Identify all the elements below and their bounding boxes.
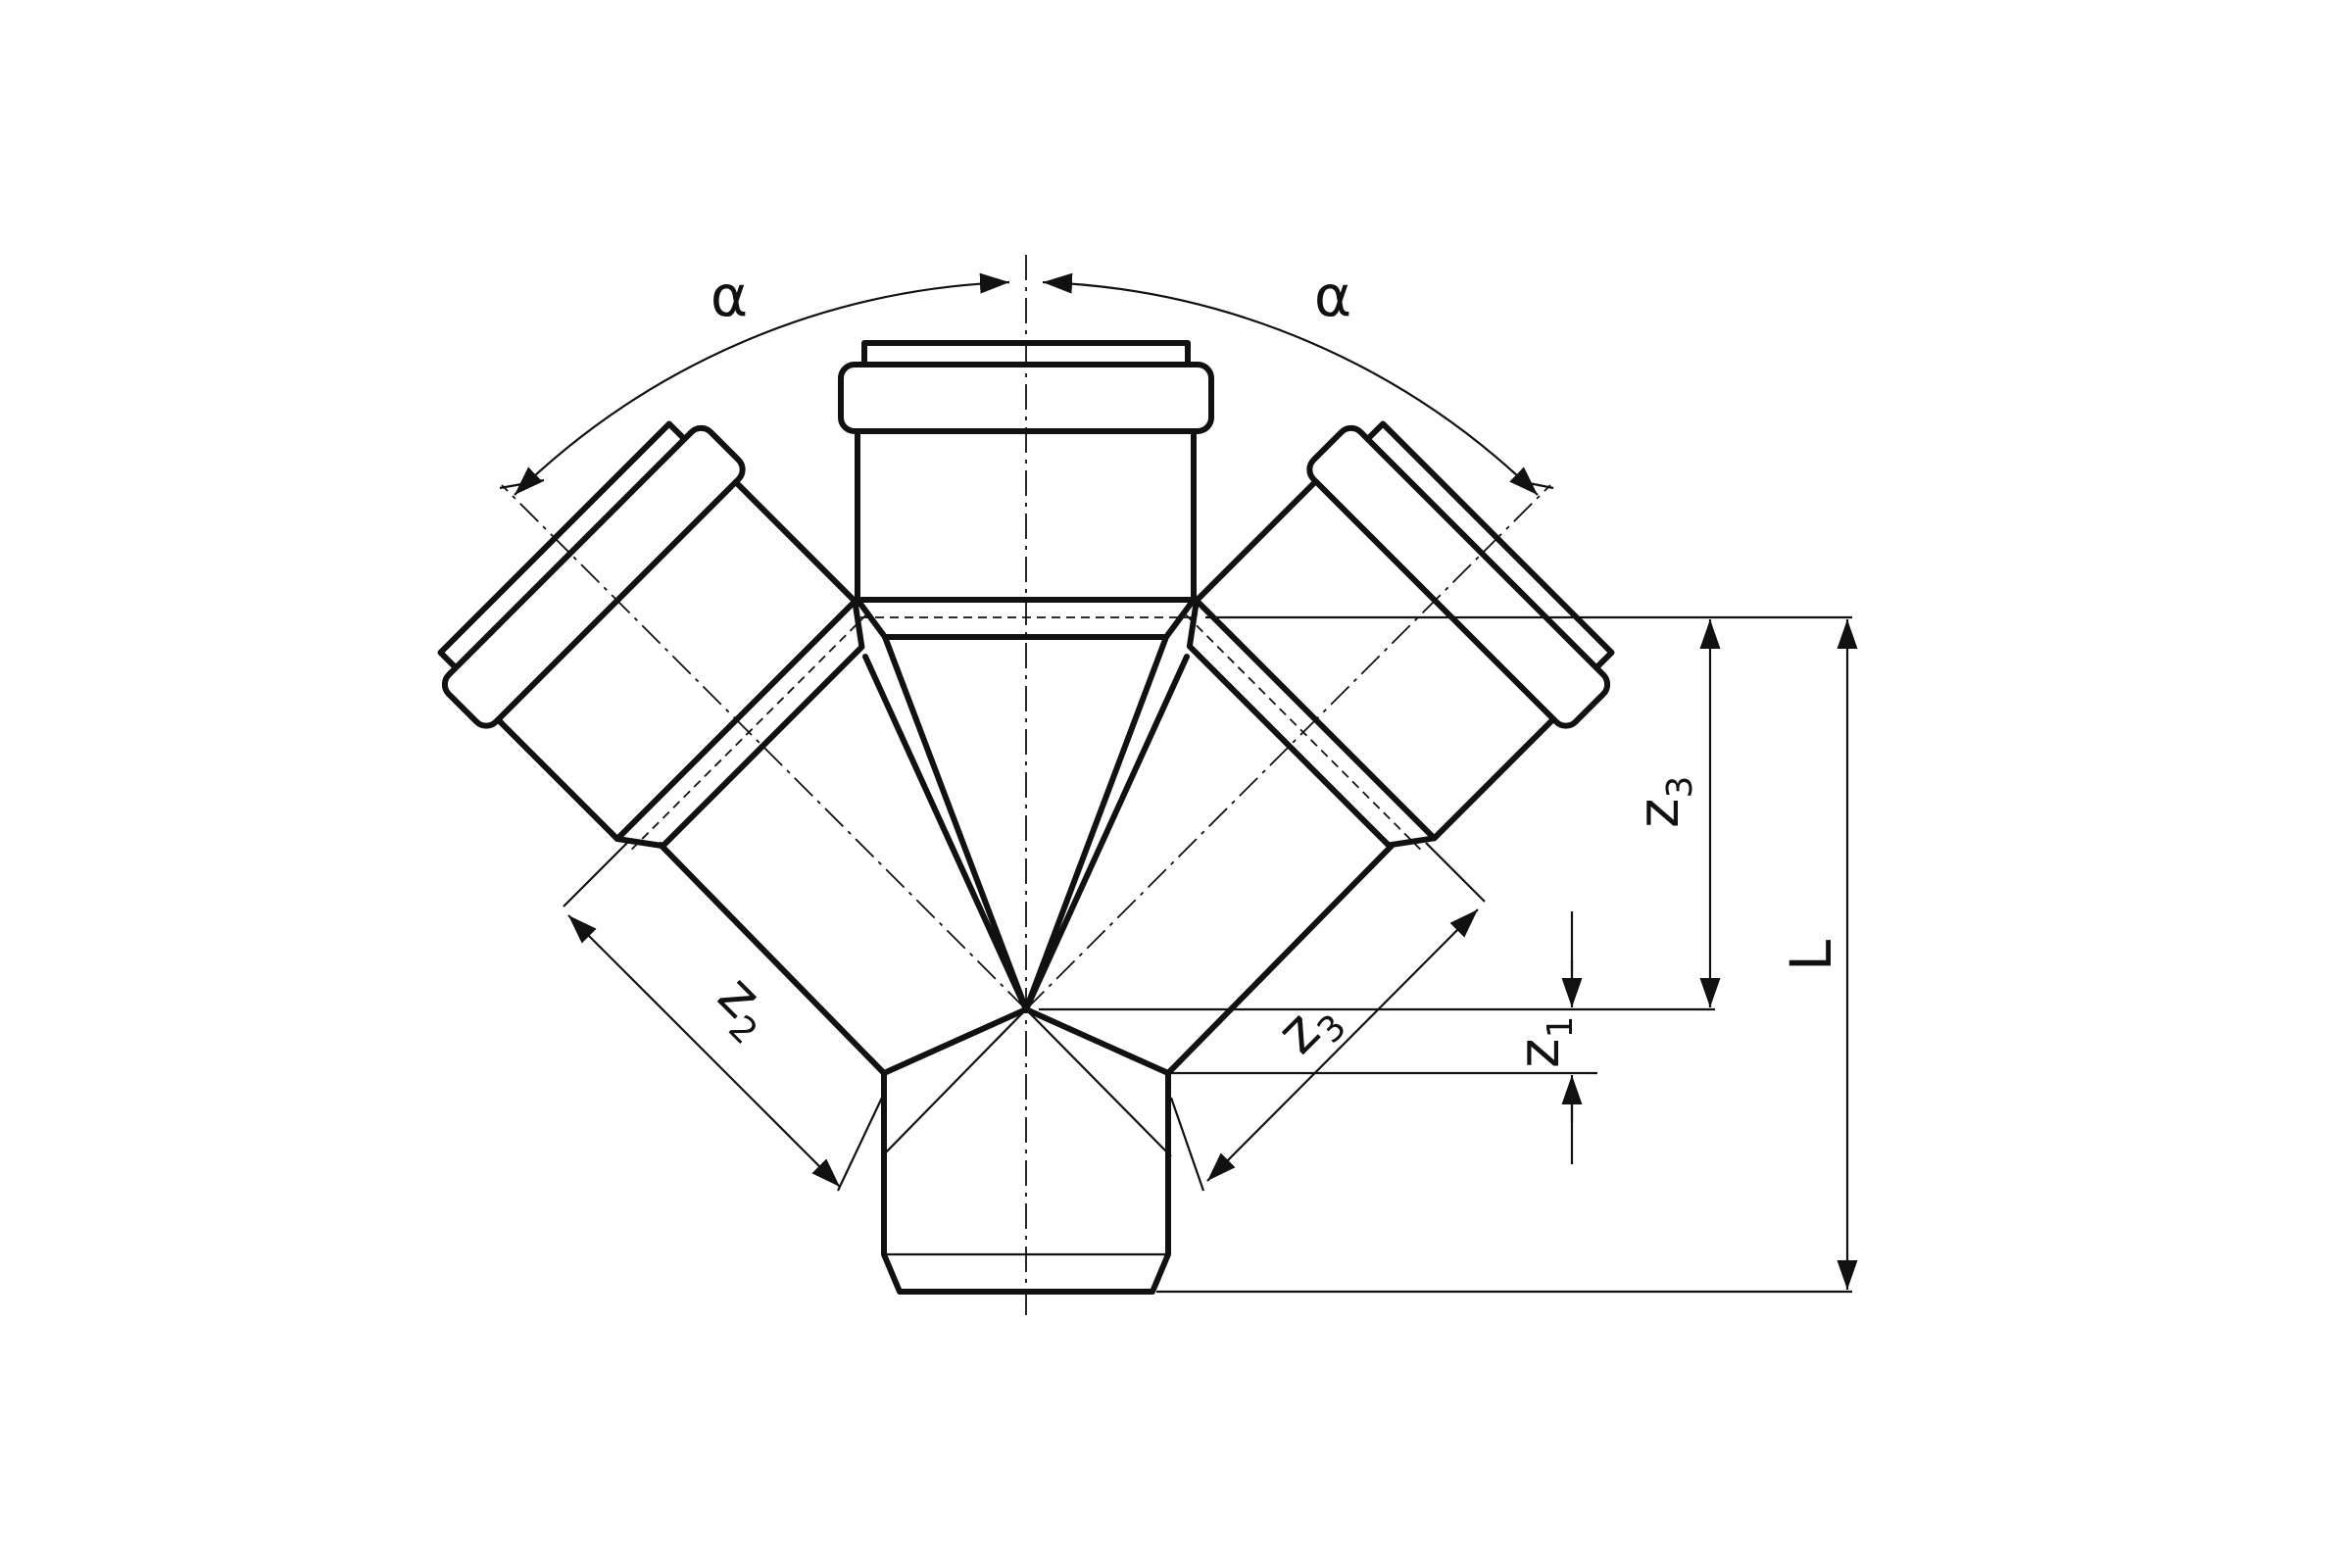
z1-subscript: 1 xyxy=(1541,1016,1581,1039)
z3-diagonal-label: z3 xyxy=(1264,982,1354,1072)
fitting-body xyxy=(437,340,1615,1295)
ext-z3-a xyxy=(1425,842,1486,903)
right-branch-axis-line xyxy=(1025,484,1551,1010)
ext-z2-b xyxy=(837,1097,883,1192)
left-branch-axis-line xyxy=(501,484,1027,1010)
bottom-chevron xyxy=(881,1006,1171,1076)
left-bottom-diagonal-line xyxy=(881,1008,1027,1157)
z3-diagonal-dim xyxy=(1206,908,1479,1182)
alpha-right-arc xyxy=(1042,272,1539,496)
alpha-left-arc xyxy=(514,272,1010,496)
ext-alpha-right xyxy=(1513,478,1554,490)
left-socket-body xyxy=(495,478,858,843)
alpha-right-label: α xyxy=(1314,263,1351,329)
right-top-wall xyxy=(1023,654,1190,1012)
right-socket-body xyxy=(1193,478,1557,842)
spigot-body xyxy=(881,1070,1171,1295)
top-socket-body xyxy=(855,428,1197,603)
left-socket-bead xyxy=(631,614,867,851)
right-socket-neck xyxy=(1186,597,1438,849)
alpha-left-label: α xyxy=(710,263,748,329)
z1-label: z1 xyxy=(1505,1016,1581,1068)
ext-z2-a xyxy=(563,842,628,907)
top-socket-neck xyxy=(855,597,1197,640)
L-label: L xyxy=(1778,940,1844,971)
right-socket-bead xyxy=(1185,614,1421,851)
dimension-lines xyxy=(514,272,1858,1290)
z1-letter: z xyxy=(1505,1039,1572,1068)
center-lines xyxy=(501,255,1551,1318)
left-socket-neck xyxy=(613,598,865,850)
z2-label: z2 xyxy=(700,962,790,1053)
left-top-wall xyxy=(862,654,1029,1012)
right-bottom-diagonal-line xyxy=(1025,1008,1172,1157)
right-outer-wall xyxy=(1165,842,1396,1076)
z3-vertical-letter: z xyxy=(1625,799,1691,828)
z3-vertical-label: z3 xyxy=(1625,776,1700,828)
z3-vertical-subscript: 3 xyxy=(1660,776,1700,799)
z2-dim xyxy=(567,914,841,1188)
ext-z3-b xyxy=(1169,1097,1205,1192)
left-outer-wall xyxy=(658,842,887,1076)
